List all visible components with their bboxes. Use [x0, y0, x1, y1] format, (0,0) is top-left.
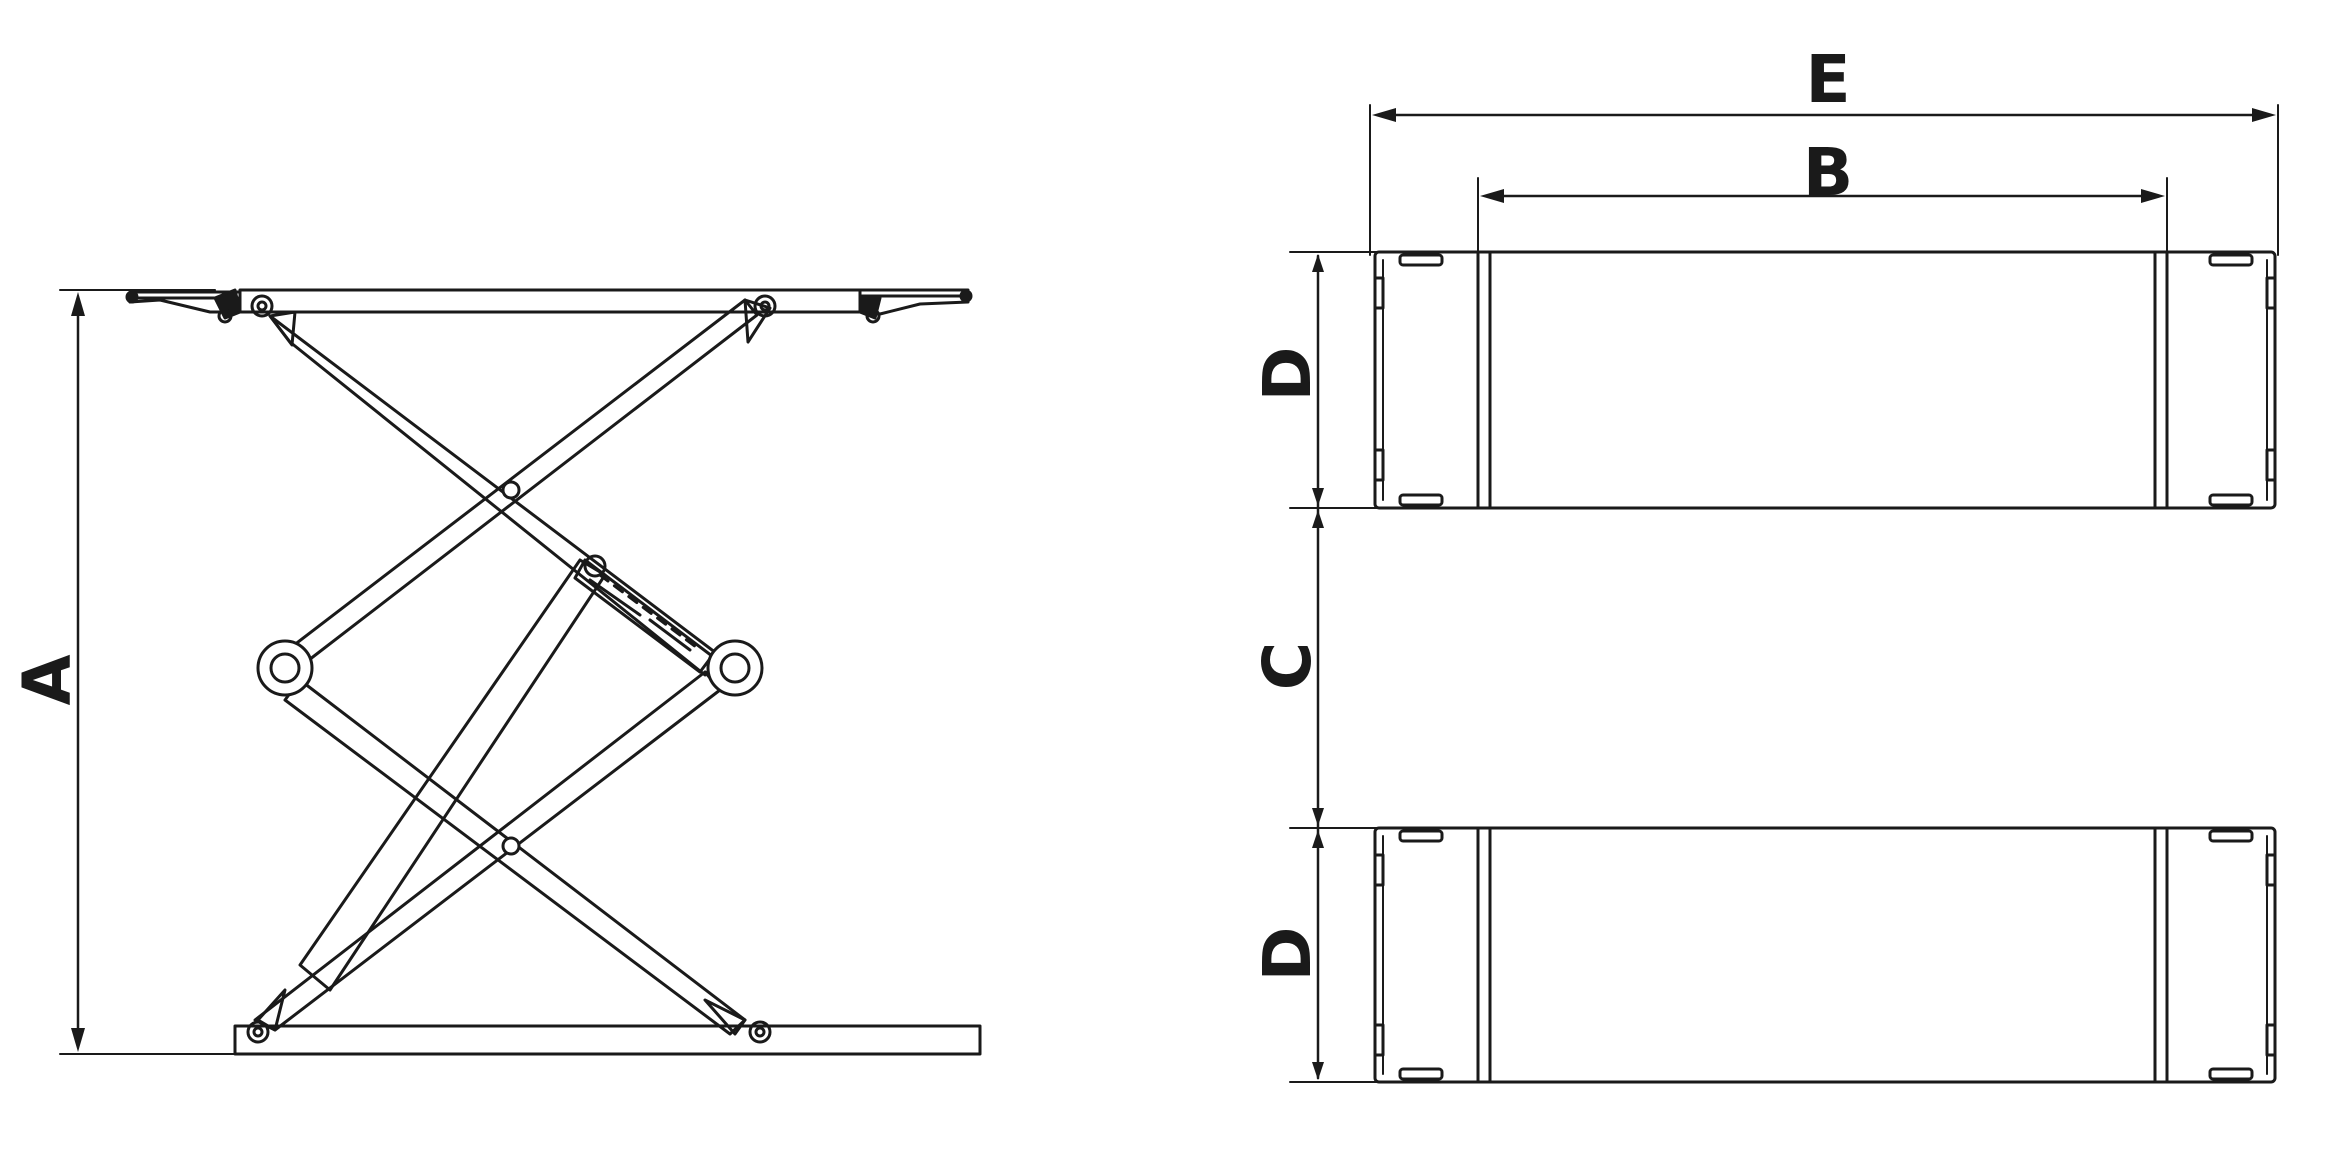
- label-a: A: [9, 654, 86, 705]
- dimension-e: E: [1369, 41, 2279, 256]
- pivot-right: [706, 639, 764, 697]
- platform-top-plan: [1373, 250, 2277, 510]
- label-b: B: [1803, 134, 1853, 211]
- upper-scissor: [250, 294, 777, 677]
- side-view: A: [9, 288, 982, 1056]
- dimension-b: B: [1477, 134, 2168, 256]
- platform-bottom-plan: [1373, 826, 2277, 1084]
- label-d-bottom: D: [1249, 927, 1326, 982]
- dimension-a: A: [9, 289, 301, 1055]
- label-c: C: [1249, 642, 1326, 690]
- label-d-top: D: [1249, 347, 1326, 402]
- dimension-chain: D C D: [1249, 251, 1441, 1083]
- top-platform: [125, 288, 973, 324]
- pivot-left: [256, 639, 314, 697]
- hydraulic-cylinder: [298, 554, 714, 992]
- label-e: E: [1805, 41, 1850, 118]
- base-frame: [233, 1024, 982, 1056]
- plan-view: E B D C D: [1249, 41, 2279, 1084]
